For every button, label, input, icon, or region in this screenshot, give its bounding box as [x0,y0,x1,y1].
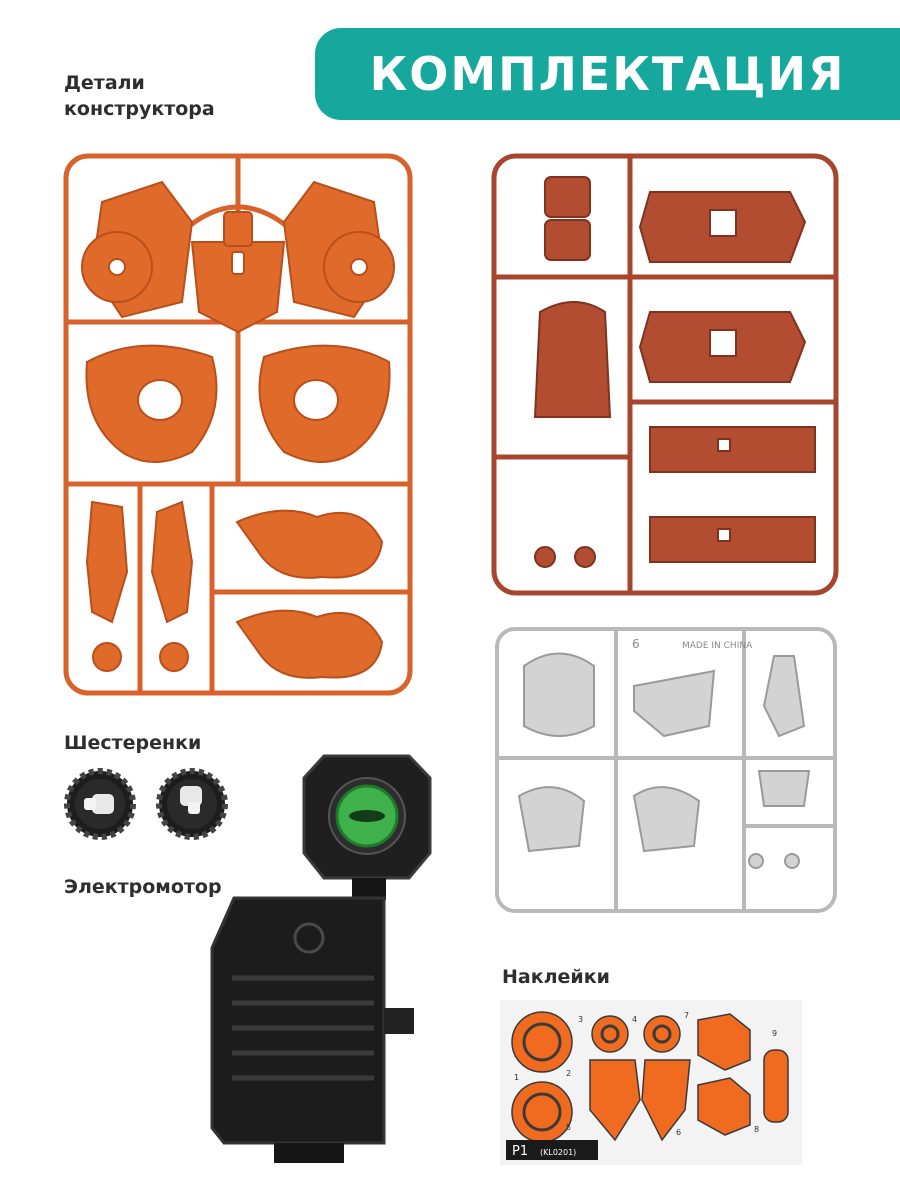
sticker-number: 5 [566,1123,571,1132]
sticker-sheet: P1 (KL0201) 1 2 3 4 5 6 7 8 9 [500,1000,802,1165]
electric-motor-image [210,754,432,1163]
sticker-number: 7 [684,1011,689,1020]
sticker-number: 4 [632,1015,637,1024]
sticker-number: 2 [566,1069,571,1078]
gear-icon [64,768,136,840]
sticker-number: 3 [578,1015,583,1024]
sprue-number-text: 6 [632,637,640,651]
sticker-number: 9 [772,1029,777,1038]
motor-label: Электромотор [64,876,222,898]
orange-parts-sprue [63,153,413,696]
gear-icon [156,768,228,840]
sheet-code-text: (KL0201) [540,1148,576,1157]
sheet-id-text: P1 [512,1144,528,1159]
gears-label: Шестеренки [64,732,202,754]
sticker-number: 6 [676,1128,681,1137]
title-banner: КОМПЛЕКТАЦИЯ [315,28,900,120]
silver-parts-sprue: MADE IN CHINA 6 [495,627,837,913]
sticker-number: 8 [754,1125,759,1134]
gears-image [64,768,228,840]
parts-label: Детали конструктора [64,72,215,120]
sticker-number: 1 [514,1073,519,1082]
made-in-text: MADE IN CHINA [682,641,753,651]
stickers-label: Наклейки [502,966,610,988]
banner-title: КОМПЛЕКТАЦИЯ [369,47,846,101]
brown-parts-sprue [491,153,839,596]
